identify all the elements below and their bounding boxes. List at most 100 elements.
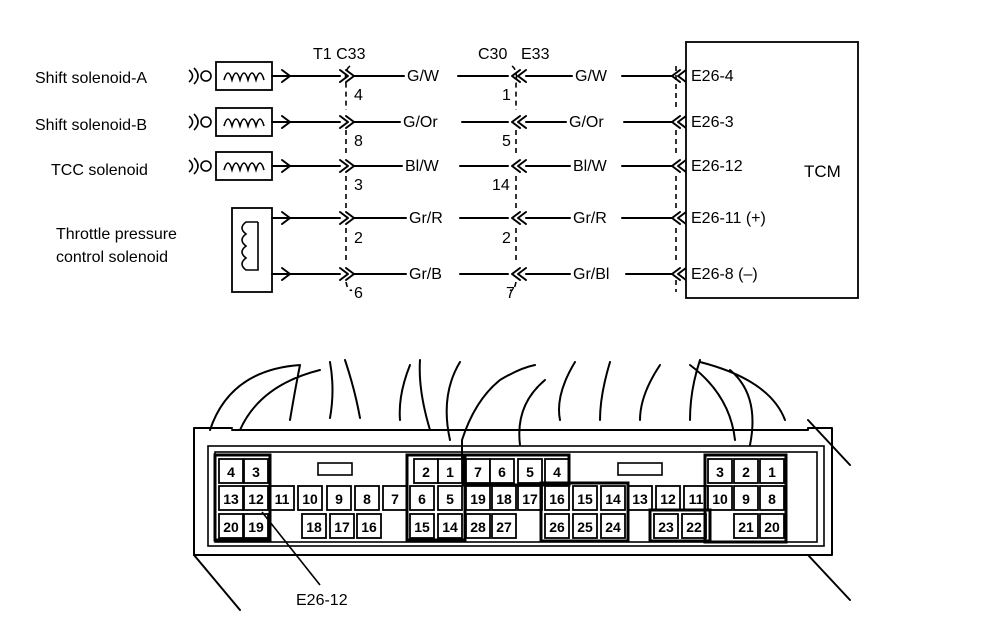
connector-pin-cell [517, 458, 543, 484]
connector-pin-cell [301, 513, 327, 539]
connector-pin-cell [544, 513, 570, 539]
connector-pin-cell [413, 458, 439, 484]
connector-pin-cell [759, 458, 785, 484]
pin-left-1: 8 [354, 133, 363, 150]
pin-group-outline [703, 453, 788, 544]
pin-group-outline [213, 453, 272, 542]
connector-pin-cell [354, 485, 380, 511]
connector-pin-label: 2 [742, 464, 750, 480]
connector-pin-label: 3 [716, 464, 724, 480]
connector-pin-label: 15 [577, 491, 593, 507]
label-throttle-pressure-solenoid: Throttle pressure control solenoid [56, 226, 181, 266]
label-tcc-solenoid: TCC solenoid [51, 162, 148, 179]
shift-solenoid-a-symbol [188, 61, 297, 91]
tcm-pin-3: E26-11 (+) [691, 210, 766, 227]
connector-pin-label: 5 [526, 464, 534, 480]
connector-pin-label: 27 [496, 519, 512, 535]
connector-pin-cell [297, 485, 323, 511]
connector-pin-label: 14 [605, 491, 621, 507]
throttle-solenoid-symbol [231, 207, 297, 293]
connector-pin-label: 18 [306, 519, 322, 535]
connector-pin-label: 3 [252, 464, 260, 480]
wire-right-1: G/Or [569, 114, 604, 131]
tcm-terminals [671, 66, 687, 292]
connector-pin-label: 28 [470, 519, 486, 535]
connector-pin-label: 6 [498, 464, 506, 480]
pin-mid-3: 2 [502, 230, 511, 247]
connector-pin-label: 4 [227, 464, 235, 480]
connector-pin-cell [326, 485, 352, 511]
connector-c30-e33 [509, 65, 527, 292]
tcm-pin-1: E26-3 [691, 114, 734, 131]
connector-pin-cell [653, 513, 679, 539]
connector-pin-cell [572, 513, 598, 539]
callout-e26-12: E26-12 [296, 592, 348, 609]
connector-pin-cell [544, 458, 570, 484]
pin-group-outline [539, 481, 630, 543]
wire-right-4: Gr/Bl [573, 266, 609, 283]
connector-pin-cell [733, 513, 759, 539]
connector-pin-cell [437, 485, 463, 511]
connector-pin-cell [409, 513, 435, 539]
connector-pin-label: 18 [496, 491, 512, 507]
wire-left-0: G/W [407, 68, 440, 85]
connector-pin-cell [243, 513, 269, 539]
tcm-box [685, 41, 859, 299]
connector-pin-cell [382, 485, 408, 511]
connector-pin-cell [218, 458, 244, 484]
connector-face [193, 359, 851, 611]
connector-label-e33: E33 [521, 46, 550, 63]
wire-right-0: G/W [575, 68, 608, 85]
tcm-pin-0: E26-4 [691, 68, 734, 85]
connector-pin-label: 10 [302, 491, 318, 507]
connector-pin-label: 4 [553, 464, 561, 480]
pin-group-outline [405, 453, 467, 542]
connector-pin-cell [491, 513, 517, 539]
pin-group-outline [648, 508, 712, 543]
callout-leader [261, 511, 321, 586]
connector-pin-cell [218, 485, 244, 511]
connector-pin-label: 8 [363, 491, 371, 507]
wire-left-2: Bl/W [405, 158, 440, 175]
connector-pin-label: 20 [764, 519, 780, 535]
pin-mid-2: 14 [492, 177, 510, 194]
connector-pin-cell [655, 485, 681, 511]
pin-mid-0: 1 [502, 87, 511, 104]
label-shift-solenoid-b: Shift solenoid-B [35, 117, 147, 134]
wire-right-3: Gr/R [573, 210, 607, 227]
connector-pin-label: 8 [768, 491, 776, 507]
pin-mid-4: 7 [506, 285, 515, 302]
pin-left-0: 4 [354, 87, 363, 104]
connector-label-c30: C30 [478, 46, 507, 63]
connector-pin-label: 1 [446, 464, 454, 480]
connector-pin-cell [243, 458, 269, 484]
connector-pin-cell [218, 513, 244, 539]
pin-left-2: 3 [354, 177, 363, 194]
connector-pin-cell [329, 513, 355, 539]
connector-pin-label: 17 [522, 491, 538, 507]
connector-pin-label: 19 [470, 491, 486, 507]
wire-left-3: Gr/R [409, 210, 443, 227]
connector-pin-label: 5 [446, 491, 454, 507]
label-shift-solenoid-a: Shift solenoid-A [35, 70, 147, 87]
connector-pin-cell [759, 513, 785, 539]
connector-pin-label: 16 [549, 491, 565, 507]
connector-pin-cell [707, 485, 733, 511]
connector-pin-cell [437, 513, 463, 539]
pin-left-4: 6 [354, 285, 363, 302]
connector-pin-label: 12 [248, 491, 264, 507]
connector-pin-label: 10 [712, 491, 728, 507]
shift-solenoid-b-symbol [188, 107, 297, 137]
wire-left-1: G/Or [403, 114, 438, 131]
pin-mid-1: 5 [502, 133, 511, 150]
connector-pin-label: 11 [689, 491, 704, 507]
tcc-solenoid-symbol [188, 151, 297, 181]
connector-pin-cell [489, 458, 515, 484]
connector-pin-cell [243, 485, 269, 511]
connector-pin-cell [707, 458, 733, 484]
connector-pin-cell [681, 513, 707, 539]
connector-pin-label: 16 [361, 519, 377, 535]
wire-right-2: Bl/W [573, 158, 608, 175]
